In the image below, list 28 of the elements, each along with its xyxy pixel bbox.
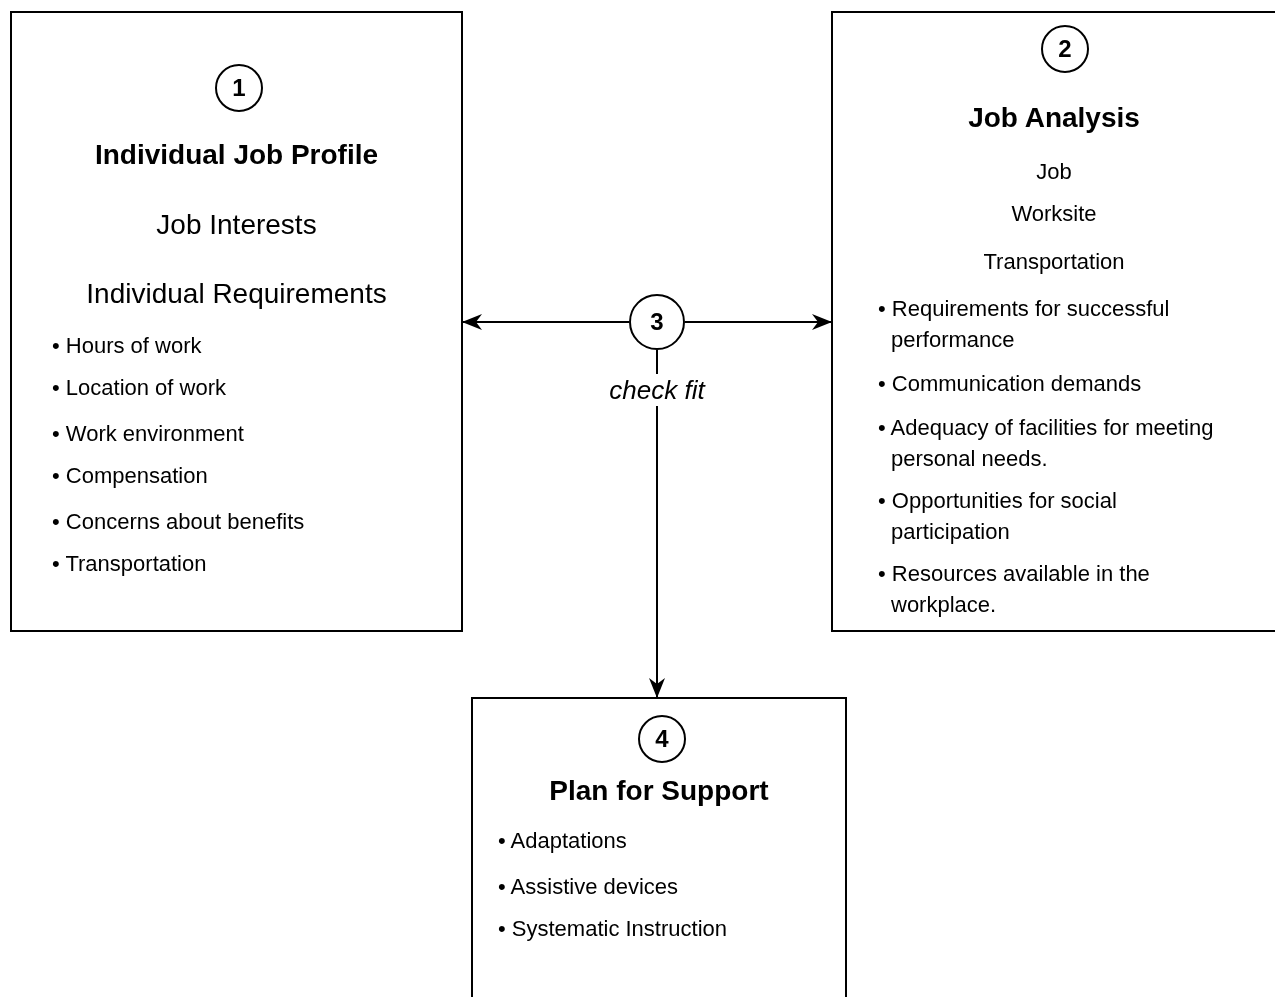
arrow [684, 314, 832, 330]
process-box [10, 11, 463, 632]
box-heading: Individual Job Profile [93, 138, 380, 172]
bullet-item: • Adequacy of facilities for meeting personal needs. [878, 414, 1215, 473]
box-heading: Job Analysis [967, 101, 1141, 135]
bullet-item: • Assistive devices [498, 873, 680, 901]
box-subheading: Worksite [1010, 200, 1098, 228]
bullet-item: • Requirements for successful performance [878, 295, 1171, 354]
box-subheading: Job Interests [155, 208, 318, 242]
box-subheading: Individual Requirements [85, 277, 388, 311]
process-box [471, 697, 847, 997]
bullet-item: • Communication demands [878, 370, 1143, 398]
bullet-item: • Concerns about benefits [52, 508, 306, 536]
bullet-item: • Compensation [52, 462, 209, 490]
box-heading: Plan for Support [548, 774, 770, 808]
arrow [462, 314, 630, 330]
arrow [649, 349, 665, 698]
bullet-item: • Hours of work [52, 332, 203, 360]
box-subheading: Job [1035, 158, 1073, 186]
bullet-item: • Systematic Instruction [498, 915, 728, 943]
bullet-item: • Opportunities for social participation [878, 487, 1118, 546]
bullet-item: • Resources available in the workplace. [878, 560, 1151, 619]
bullet-item: • Location of work [52, 374, 227, 402]
bullet-item: • Transportation [52, 550, 208, 578]
bullet-item: • Adaptations [498, 827, 628, 855]
bullet-item: • Work environment [52, 420, 245, 448]
process-box [831, 11, 1275, 632]
box-subheading: Transportation [982, 248, 1126, 276]
